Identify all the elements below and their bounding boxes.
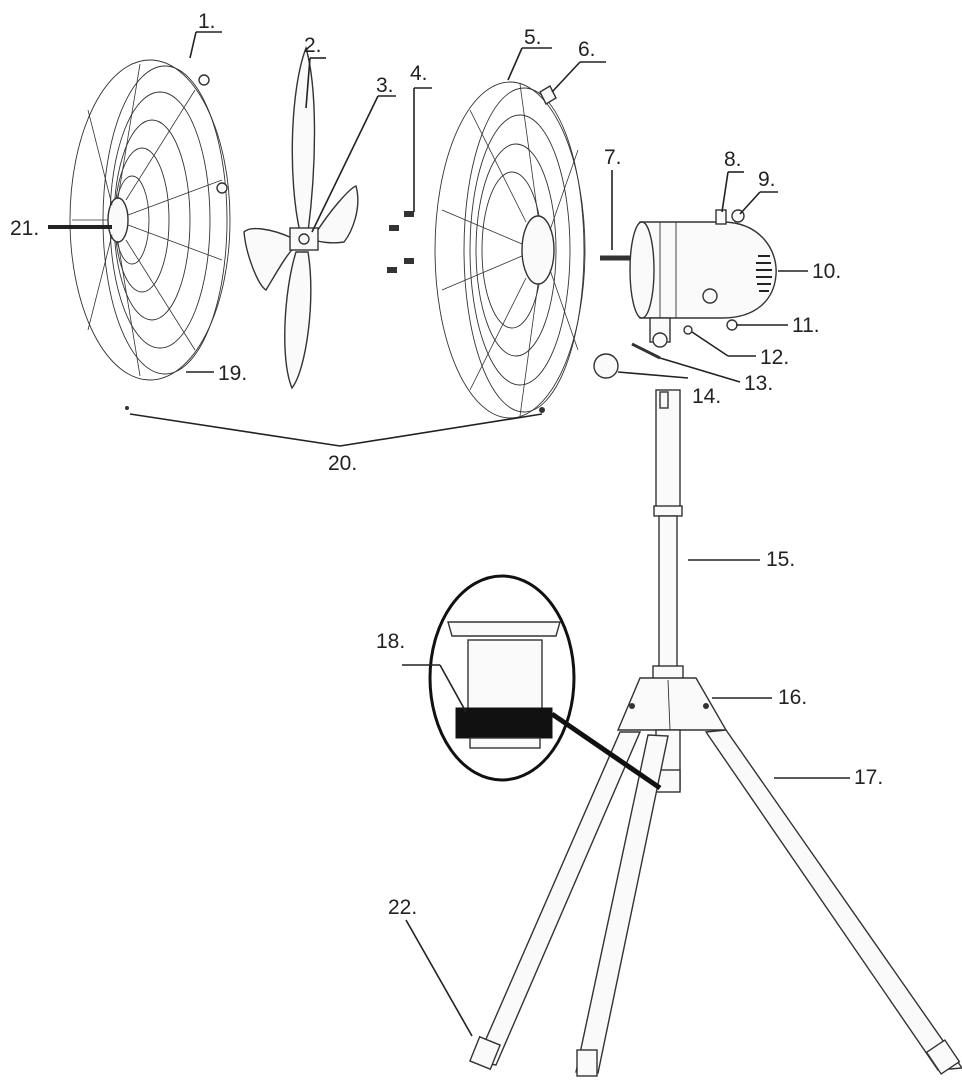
fan-blade — [243, 45, 359, 390]
part-label-15: 15. — [766, 548, 795, 571]
part-label-4: 4. — [410, 62, 428, 85]
part-label-5: 5. — [524, 26, 542, 49]
pole-base-detail — [428, 574, 662, 791]
part-label-16: 16. — [778, 686, 807, 709]
telescopic-pole — [652, 389, 684, 681]
part-label-14: 14. — [692, 385, 721, 408]
rear-grille — [434, 81, 586, 419]
part-label-11: 11. — [792, 314, 820, 337]
part-label-2: 2. — [304, 34, 322, 57]
motor-housing — [600, 209, 777, 348]
part-label-10: 10. — [812, 260, 841, 283]
part-label-9: 9. — [758, 168, 776, 191]
part-label-19: 19. — [218, 362, 247, 385]
mounting-screws — [387, 211, 414, 273]
part-label-1: 1. — [198, 10, 216, 33]
part-label-6: 6. — [578, 38, 596, 61]
part-label-20: 20. — [328, 452, 357, 475]
knob-cap — [593, 353, 619, 379]
part-label-7: 7. — [604, 146, 622, 169]
leader-lines — [48, 31, 850, 1037]
part-labels: 1. 2. 3. 4. 5. 6. 7. 8. 9. 10. 11. 12. 1… — [10, 10, 883, 919]
part-label-18: 18. — [376, 630, 405, 653]
part-label-3: 3. — [376, 74, 394, 97]
part-label-8: 8. — [724, 148, 742, 171]
part-label-12: 12. — [760, 346, 789, 369]
locking-pin — [631, 342, 661, 360]
part-label-13: 13. — [744, 372, 773, 395]
front-grille — [69, 59, 231, 381]
part-label-21: 21. — [10, 217, 39, 240]
part-label-22: 22. — [388, 896, 417, 919]
tripod-legs — [469, 729, 962, 1077]
part-label-17: 17. — [854, 766, 883, 789]
